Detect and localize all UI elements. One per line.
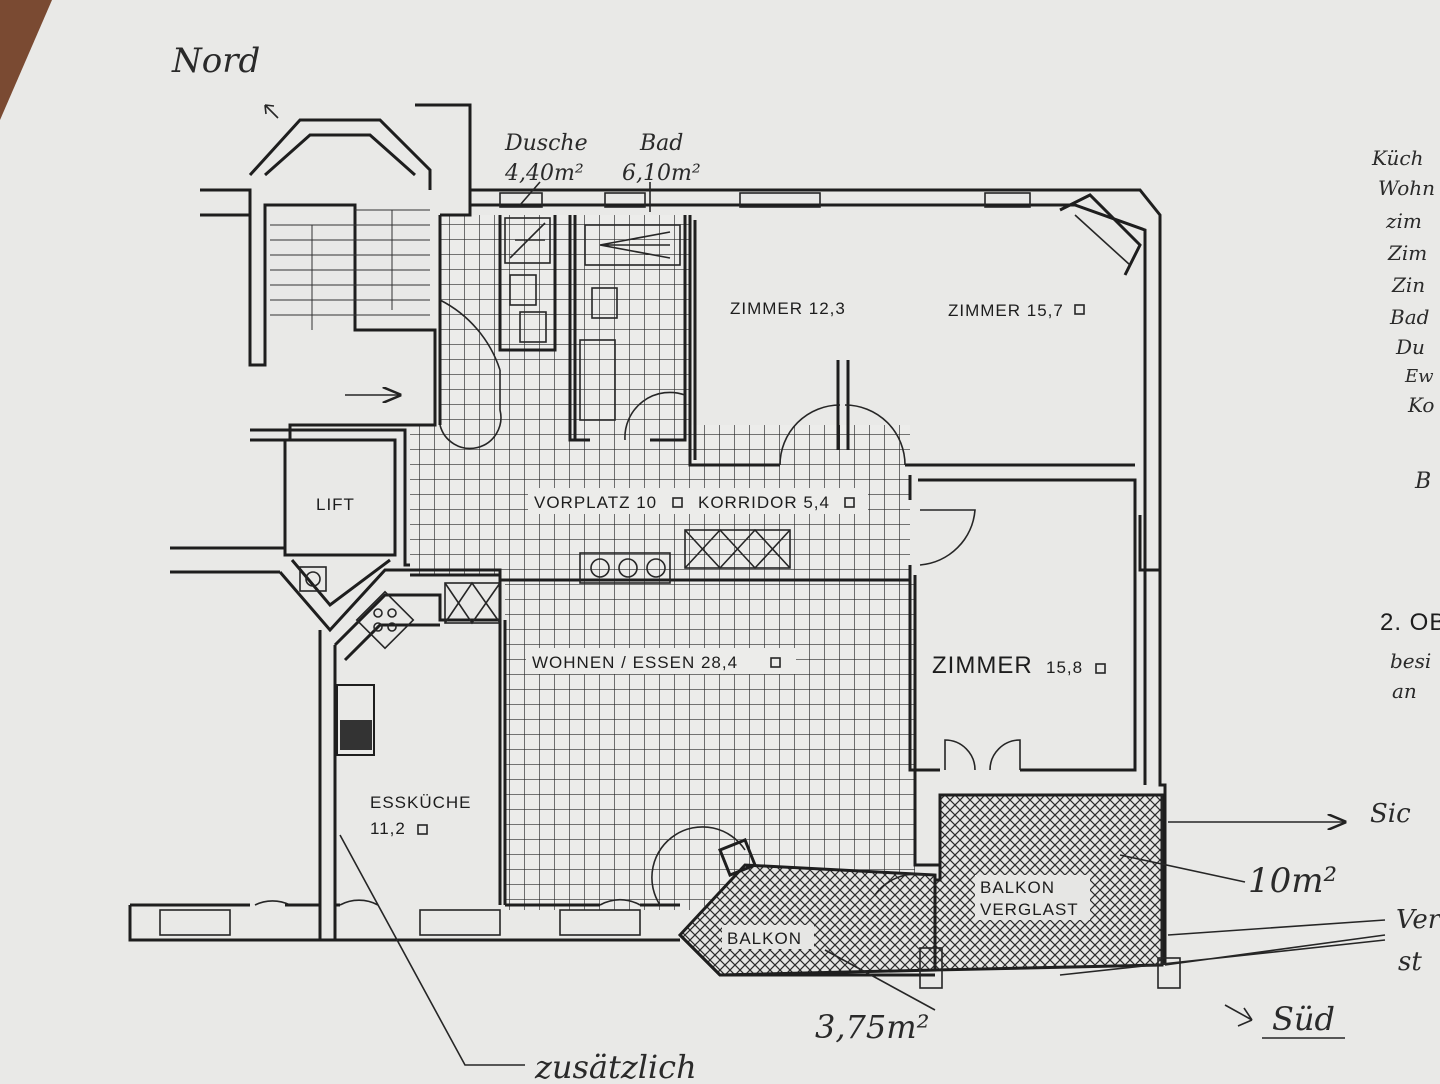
label-esskueche-area: 11,2 [370, 819, 406, 838]
hand-dusche: Dusche [504, 131, 588, 156]
margin-floor-sub-2: an [1392, 679, 1417, 703]
margin-line-1: Küch [1371, 146, 1423, 170]
margin-line-10: B [1414, 469, 1431, 494]
pointer-line [1119, 854, 1246, 883]
hand-balkon-area: 3,75m² [815, 1008, 929, 1046]
area-marker [770, 657, 781, 668]
margin-line-9: Ko [1407, 393, 1434, 417]
margin-notes: Küch Wohn zim Zim Zin Bad Du Ew Ko B 2. … [1371, 146, 1440, 977]
hand-bad: Bad [639, 131, 683, 156]
hand-dusche-area: 4,40m² [504, 161, 584, 186]
hand-zusaetzlich: zusätzlich [534, 1048, 697, 1084]
label-balkon-verglast-1: BALKON [980, 878, 1055, 897]
margin-line-3: zim [1385, 209, 1422, 233]
label-zimmer-15-7: ZIMMER 15,7 [948, 301, 1064, 320]
margin-line-8: Ew [1404, 366, 1434, 387]
pointer-line [1059, 919, 1386, 976]
margin-line-7: Du [1395, 335, 1425, 359]
margin-line-2: Wohn [1378, 176, 1435, 200]
label-lift: LIFT [316, 495, 355, 514]
margin-ver-2: st [1398, 947, 1422, 977]
label-wohnen-essen: WOHNEN / ESSEN 28,4 [532, 653, 738, 672]
hand-balkon-verglast-area: 10m² [1248, 861, 1337, 901]
label-backdrop [528, 488, 868, 514]
area-marker [844, 497, 855, 508]
label-balkon: BALKON [727, 929, 802, 948]
margin-floor-sub-1: besi [1390, 649, 1431, 673]
label-zimmer-12-3: ZIMMER 12,3 [730, 299, 846, 318]
label-backdrop [526, 648, 796, 674]
area-marker [1095, 663, 1106, 674]
margin-line-4: Zim [1387, 241, 1427, 265]
label-backdrop [722, 925, 814, 949]
label-zimmer-15-8: ZIMMER [932, 652, 1033, 679]
label-korridor: KORRIDOR 5,4 [698, 493, 830, 512]
pointer-line [519, 181, 651, 212]
pointer-line [824, 949, 936, 1011]
label-zimmer-15-8-area: 15,8 [1046, 658, 1083, 677]
north-arrow-icon [264, 104, 279, 119]
area-marker [672, 497, 683, 508]
pointer-line [339, 834, 525, 1066]
margin-line-6: Bad [1389, 305, 1429, 329]
label-balkon-verglast-2: VERGLAST [980, 900, 1079, 919]
margin-line-5: Zin [1391, 273, 1425, 297]
south-window-marks [159, 909, 641, 936]
label-backdrop [975, 875, 1090, 920]
label-vorplatz: VORPLATZ 10 [534, 493, 657, 512]
hand-nord: Nord [171, 41, 260, 81]
margin-floor-heading: 2. OB [1380, 609, 1440, 636]
walls [128, 103, 1181, 989]
label-esskueche: ESSKÜCHE [370, 793, 472, 812]
area-marker [417, 824, 428, 835]
hand-bad-area: 6,10m² [622, 161, 701, 186]
south-arrow-icon [1224, 1004, 1253, 1027]
hand-side-partial: Sic [1370, 799, 1411, 829]
hand-sued: Süd [1272, 1000, 1335, 1038]
area-marker [1074, 304, 1085, 315]
margin-ver-1: Ver [1396, 905, 1440, 935]
